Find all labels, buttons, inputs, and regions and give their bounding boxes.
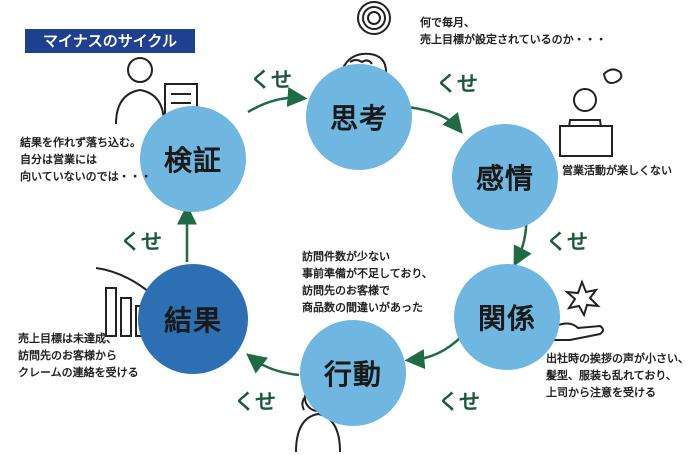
node-kanjou: 感情	[452, 124, 558, 230]
note-shikou-line-1: 何で毎月、	[420, 16, 475, 29]
person-at-desk-icon	[559, 68, 623, 157]
kuse-label-2: くせ	[436, 72, 478, 96]
note-kekka-line-2: 訪問先のお客様から	[18, 349, 117, 362]
arrow-kankei-to-koudou	[404, 335, 463, 370]
diagram-title: マイナスのサイクル	[25, 29, 195, 53]
kuse-label-5: くせ	[234, 390, 276, 414]
note-koudou-line-2: 事前準備が不足しており、	[302, 267, 433, 280]
arrow-kenshou-to-shikou	[247, 87, 308, 114]
note-kanjou: 営業活動が楽しくない	[562, 162, 672, 179]
arrow-shikou-to-kanjou	[407, 105, 463, 134]
node-shikou: 思考	[306, 64, 412, 170]
node-shikou-label: 思考	[329, 102, 388, 135]
note-kekka: 売上目標は未達成、 訪問先のお客様から クレームの連絡を受ける	[18, 330, 139, 381]
node-kankei-label: 関係	[477, 302, 536, 335]
note-kankei-line-3: 上司から注意を受ける	[546, 386, 656, 399]
kuse-label-1: くせ	[250, 68, 292, 92]
pointing-hand-icon	[539, 279, 604, 341]
node-koudou-label: 行動	[323, 358, 382, 391]
note-shikou: 何で毎月、 売上目標が設定されているのか・・・	[420, 14, 607, 48]
note-kenshou-line-3: 向いていないのでは・・・	[20, 170, 152, 183]
arrow-koudou-to-kekka	[246, 353, 300, 377]
note-kankei-line-1: 出社時の挨拶の声が小さい、	[546, 352, 689, 365]
node-kekka: 結果	[138, 264, 248, 374]
node-kenshou-label: 検証	[163, 144, 222, 177]
note-shikou-line-2: 売上目標が設定されているのか・・・	[420, 33, 607, 46]
note-kanjou-line-1: 営業活動が楽しくない	[562, 164, 672, 177]
kuse-label-3: くせ	[546, 230, 588, 254]
note-kankei-line-2: 髪型、服装も乱れており、	[546, 369, 677, 382]
kuse-label-4: くせ	[438, 390, 480, 414]
note-kekka-line-1: 売上目標は未達成、	[18, 332, 117, 345]
node-kekka-label: 結果	[163, 304, 222, 337]
note-kenshou: 結果を作れず落ち込む。 自分は営業には 向いていないのでは・・・	[20, 134, 152, 185]
note-kenshou-line-1: 結果を作れず落ち込む。	[20, 136, 141, 149]
note-koudou-line-4: 商品数の間違いがあった	[302, 301, 423, 314]
note-koudou-line-1: 訪問件数が少ない	[302, 250, 390, 263]
note-koudou-line-3: 訪問先のお客様で	[302, 284, 390, 297]
note-kankei: 出社時の挨拶の声が小さい、 髪型、服装も乱れており、 上司から注意を受ける	[546, 350, 689, 401]
note-kenshou-line-2: 自分は営業には	[20, 153, 97, 166]
note-kekka-line-3: クレームの連絡を受ける	[18, 366, 139, 379]
node-kanjou-label: 感情	[475, 162, 534, 195]
node-koudou: 行動	[300, 320, 406, 426]
node-kankei: 関係	[454, 264, 560, 370]
kuse-label-6: くせ	[120, 230, 162, 254]
note-koudou: 訪問件数が少ない 事前準備が不足しており、 訪問先のお客様で 商品数の間違いがあ…	[302, 248, 433, 316]
node-kenshou: 検証	[140, 106, 246, 212]
